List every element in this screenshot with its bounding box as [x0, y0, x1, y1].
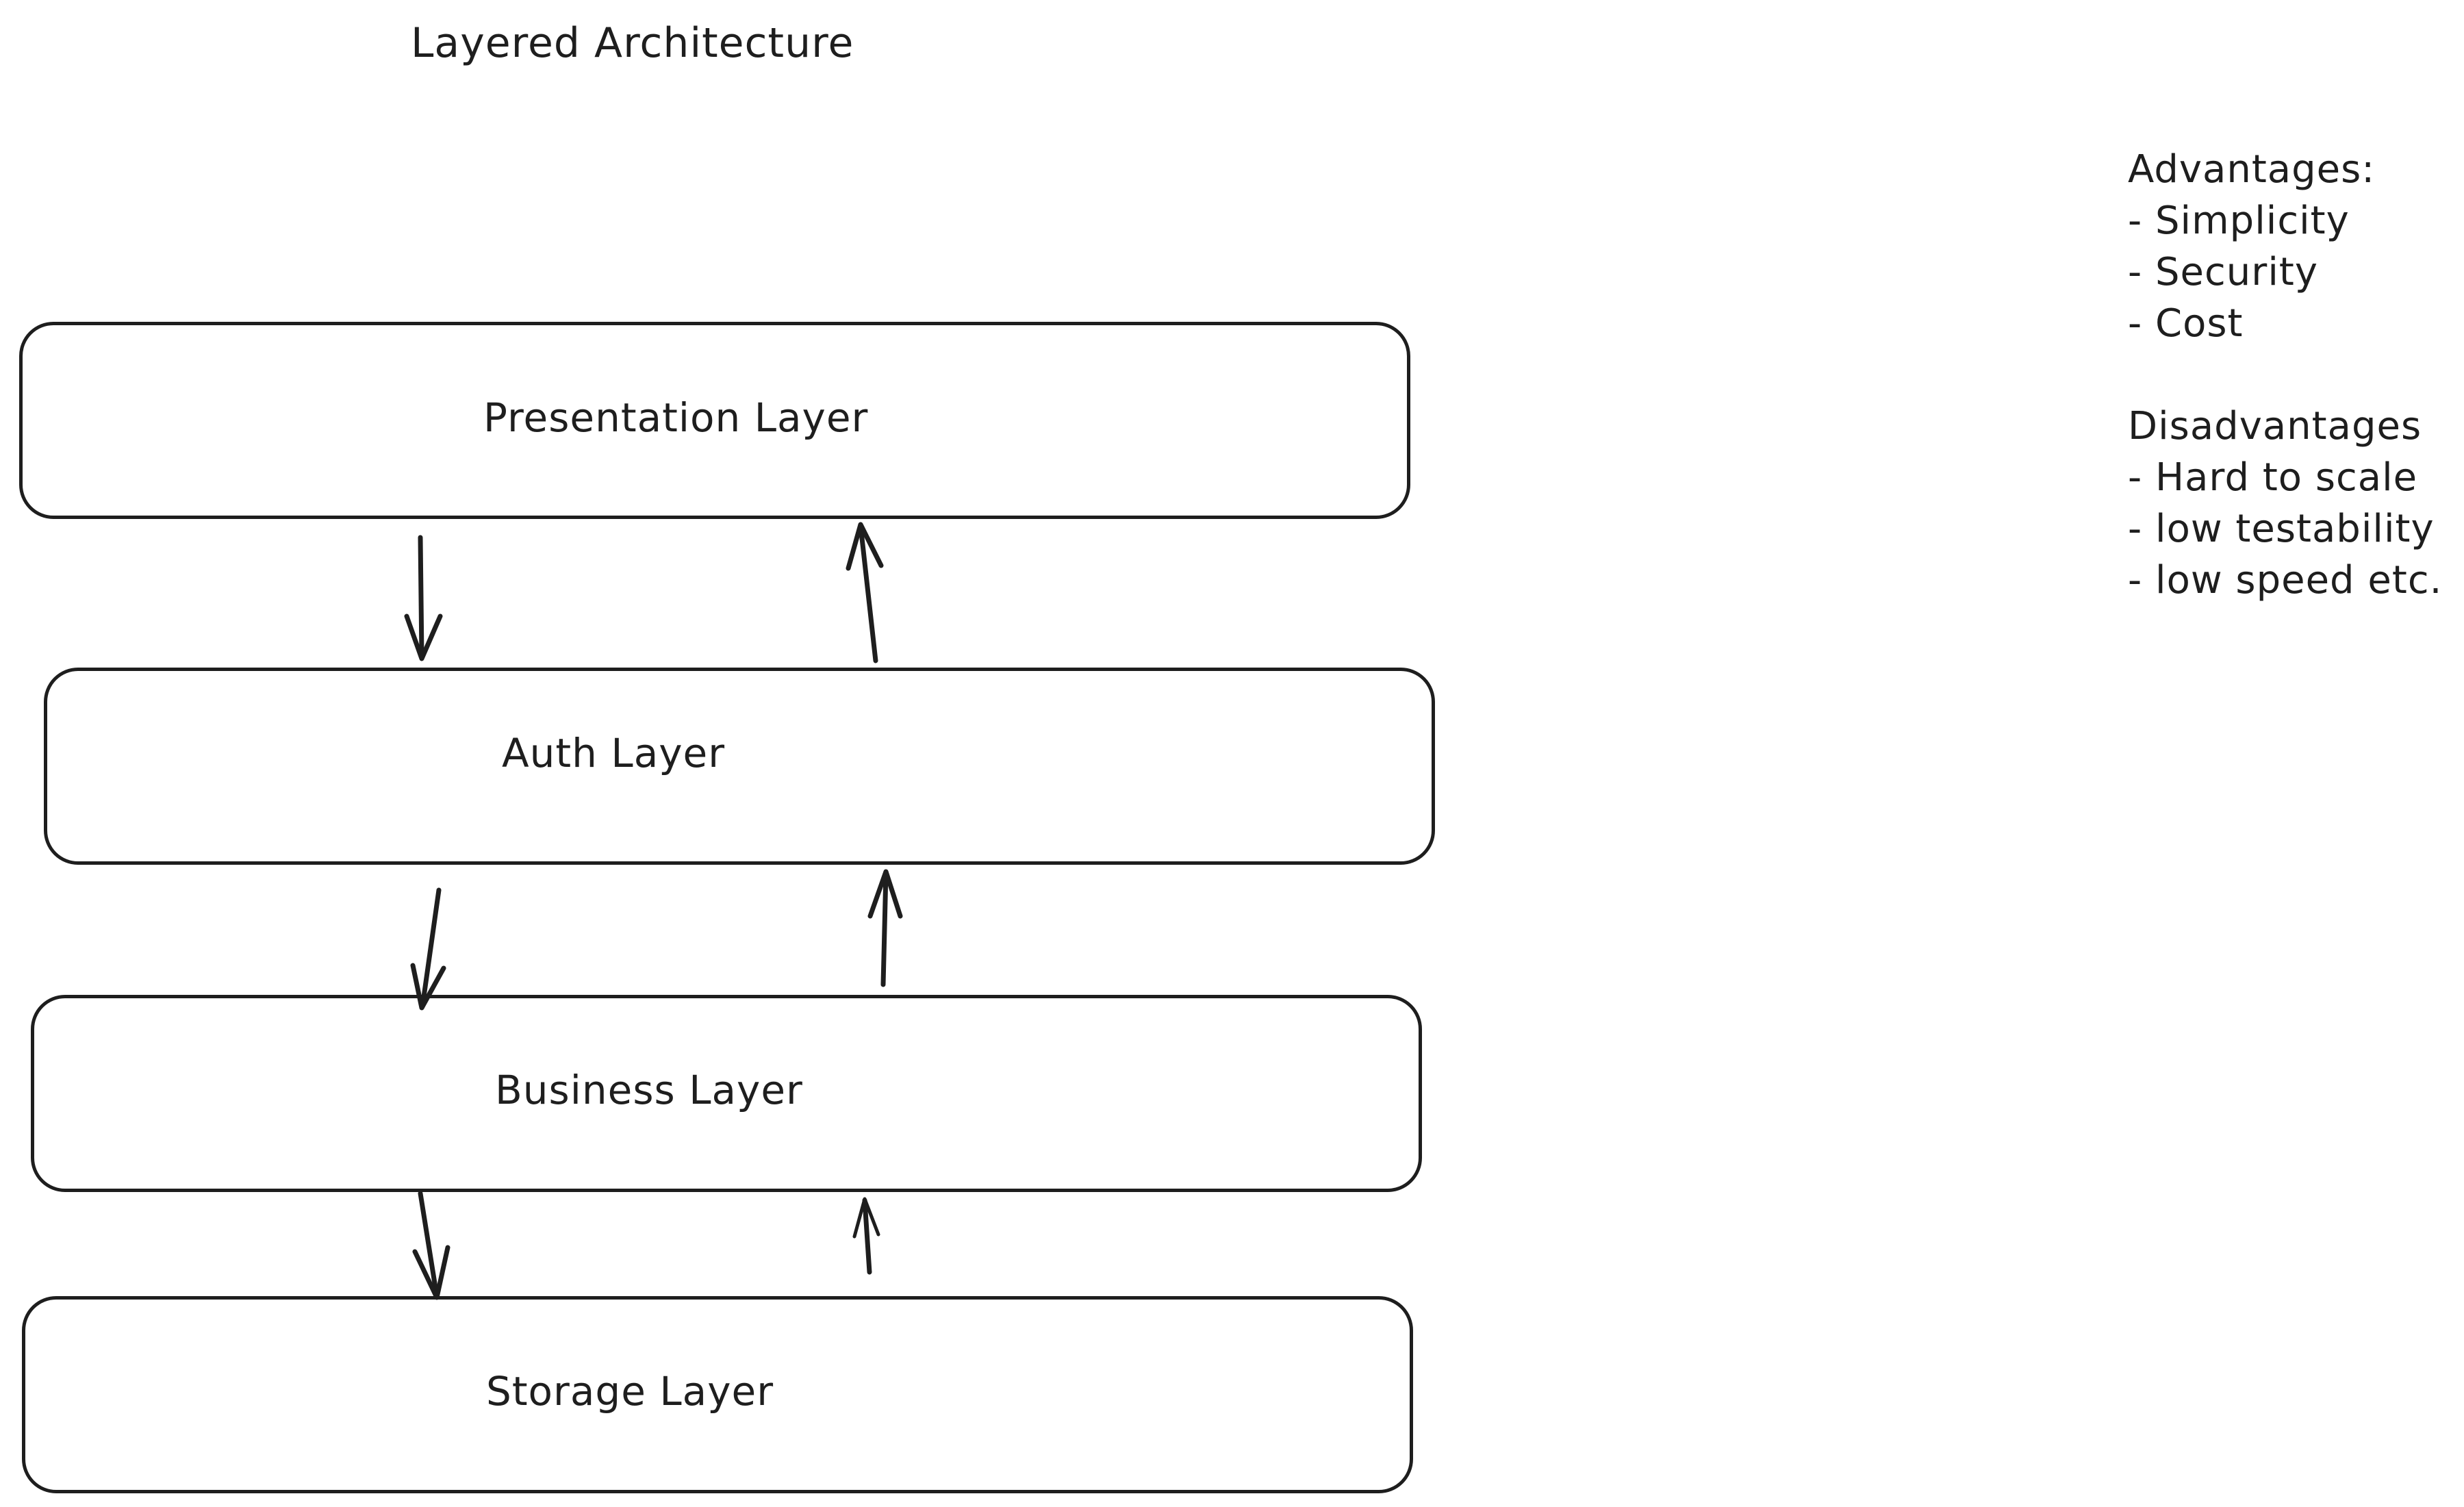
business-layer-box — [31, 995, 1422, 1192]
advantage-item: - Simplicity — [2128, 199, 2350, 243]
auth-layer-label: Auth Layer — [502, 730, 726, 776]
storage-layer-box — [22, 1296, 1413, 1493]
advantage-item: - Cost — [2128, 301, 2244, 346]
disadvantage-item: - Hard to scale — [2128, 455, 2418, 500]
disadvantage-item: - low speed etc. — [2128, 558, 2443, 603]
notes-block: Advantages: - Simplicity - Security - Co… — [2128, 144, 2442, 606]
business-layer-label: Business Layer — [495, 1067, 803, 1113]
advantage-item: - Security — [2128, 250, 2318, 294]
arrow-business-to-storage — [412, 1191, 450, 1300]
arrow-storage-to-business — [852, 1197, 880, 1275]
auth-layer-box — [44, 668, 1435, 865]
storage-layer-label: Storage Layer — [486, 1368, 774, 1415]
arrow-presentation-to-auth — [404, 535, 443, 661]
notes-spacer — [2128, 349, 2442, 401]
presentation-layer-label: Presentation Layer — [483, 394, 869, 441]
arrow-auth-to-presentation — [846, 522, 884, 663]
presentation-layer-box — [19, 322, 1410, 519]
arrow-business-to-auth — [867, 869, 903, 987]
diagram-title: Layered Architecture — [411, 19, 854, 67]
disadvantages-heading: Disadvantages — [2128, 404, 2422, 448]
advantages-heading: Advantages: — [2128, 147, 2376, 192]
disadvantage-item: - low testability — [2128, 507, 2435, 551]
arrow-auth-to-business — [410, 887, 446, 1011]
